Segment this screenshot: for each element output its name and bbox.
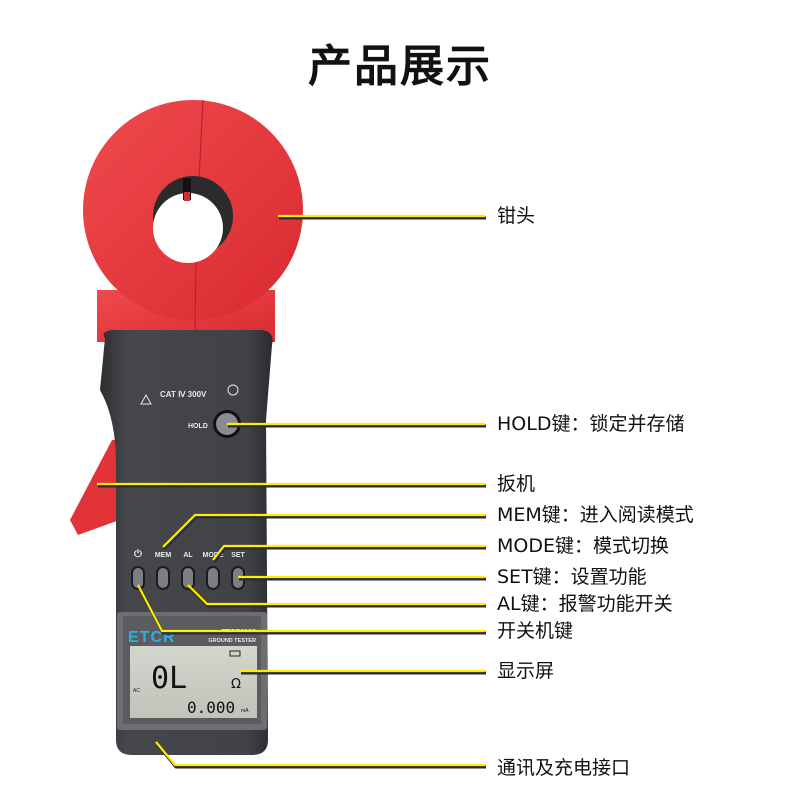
hold-label: HOLD xyxy=(188,423,208,430)
al-label: AL xyxy=(183,552,193,559)
label-comm-port: 通讯及充电接口 xyxy=(497,757,631,779)
mem-button[interactable] xyxy=(158,568,168,588)
mode-label: MODE xyxy=(203,552,224,559)
safety-rating: CAT Ⅳ 300V xyxy=(160,390,207,399)
label-set-key: SET键：设置功能 xyxy=(497,566,647,588)
label-al-key: AL键：报警功能开关 xyxy=(497,593,673,615)
label-mem-key: MEM键：进入阅读模式 xyxy=(497,504,694,526)
power-icon: ⏻ xyxy=(134,548,142,560)
label-hold-key: HOLD键：锁定并存储 xyxy=(497,413,685,435)
label-trigger: 扳机 xyxy=(497,473,536,495)
lcd-unit: Ω xyxy=(231,677,241,692)
label-display: 显示屏 xyxy=(497,660,555,682)
mem-label: MEM xyxy=(155,552,172,559)
leader-lines xyxy=(97,214,486,769)
lcd-mode: AC xyxy=(133,688,140,694)
lcd-sub-value: 0.000 xyxy=(187,698,235,717)
lcd-main-value: 0L xyxy=(151,661,187,696)
label-clamp-head: 钳头 xyxy=(497,205,536,227)
battery-icon xyxy=(229,650,241,657)
label-power-key: 开关机键 xyxy=(497,620,574,642)
set-label: SET xyxy=(231,552,245,559)
mode-button[interactable] xyxy=(208,568,218,588)
clamp-head xyxy=(83,99,303,331)
lcd-screen xyxy=(130,646,257,718)
al-button[interactable] xyxy=(183,568,193,588)
model-subtitle: GROUND TESTER xyxy=(208,638,256,644)
page-title: 产品展示 xyxy=(308,41,492,92)
lcd-sub-unit: mA xyxy=(241,708,249,714)
label-mode-key: MODE键：模式切换 xyxy=(497,535,669,557)
power-button[interactable] xyxy=(133,568,143,588)
